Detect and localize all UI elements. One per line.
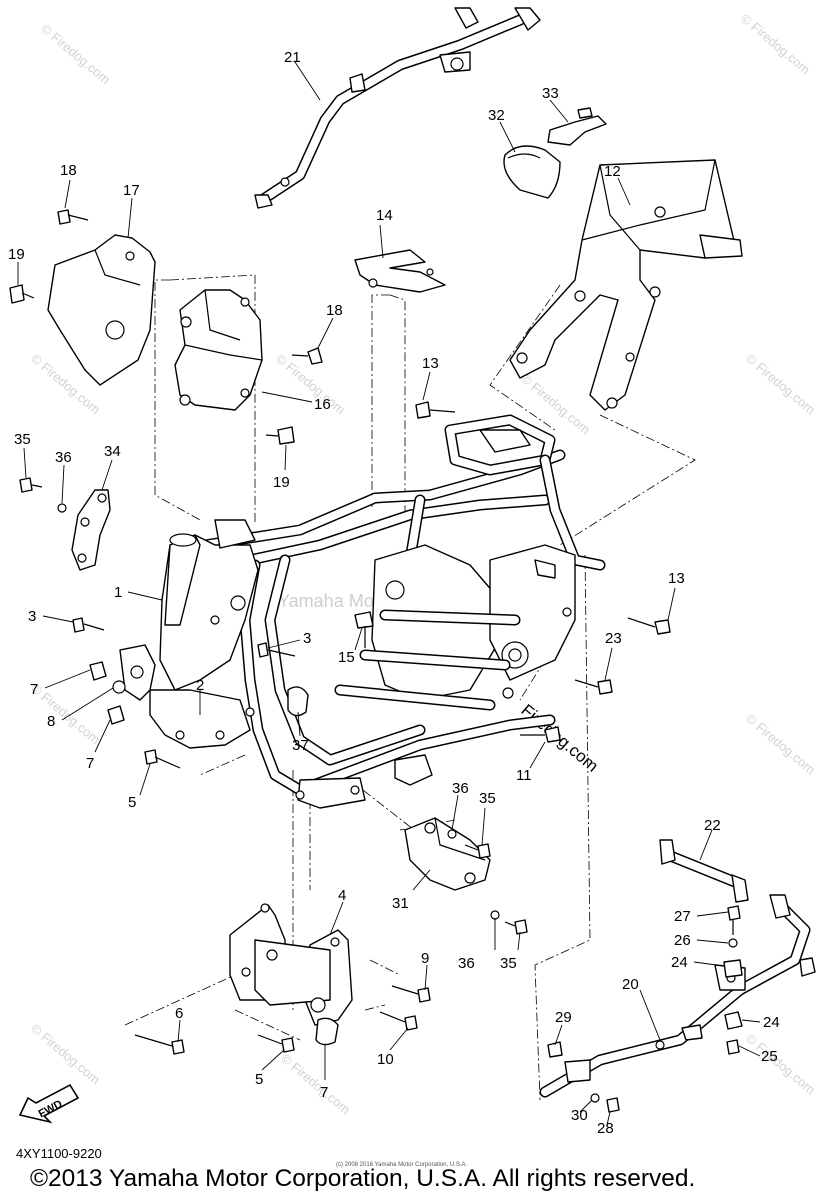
callout-29: 29 — [555, 1009, 572, 1026]
leader-lines — [17, 61, 761, 1126]
callout-24-upper: 24 — [671, 954, 688, 971]
watermark: © Firedog.com — [743, 711, 818, 777]
callout-16: 16 — [314, 396, 331, 413]
watermark: © Firedog.com — [743, 351, 818, 417]
callout-30: 30 — [571, 1107, 588, 1124]
fasteners — [9, 209, 743, 1113]
plate-part — [71, 489, 111, 571]
footrest-rod-part — [659, 839, 749, 903]
side-cover-part — [47, 234, 156, 386]
callout-2: 2 — [196, 677, 204, 694]
watermark: © Firedog.com — [278, 1051, 353, 1117]
diagram-code: 4XY1100-9220 — [16, 1146, 102, 1161]
watermark: © Firedog.com — [738, 11, 813, 77]
watermark: © Firedog.com — [28, 1021, 103, 1087]
callout-37: 37 — [292, 737, 309, 754]
callout-15: 15 — [338, 649, 355, 666]
callout-5-lower: 5 — [255, 1071, 263, 1088]
head-bracket-part — [174, 289, 263, 411]
callout-25: 25 — [761, 1048, 778, 1065]
callout-19-left: 19 — [8, 246, 25, 263]
callout-labels: 21 33 32 12 18 17 14 19 18 13 16 35 36 3… — [8, 49, 780, 1137]
lower-mount-part — [119, 644, 156, 701]
callout-6: 6 — [175, 1005, 183, 1022]
tiny-copyright: (c) 2008 2016 Yamaha Motor Corporation, … — [336, 1162, 468, 1168]
callout-24-lower: 24 — [763, 1014, 780, 1031]
rubber-part — [287, 686, 309, 717]
callout-28: 28 — [597, 1120, 614, 1137]
callout-34: 34 — [104, 443, 121, 460]
copyright-notice: ©2013 Yamaha Motor Corporation, U.S.A. A… — [30, 1165, 696, 1192]
callout-7-lower: 7 — [320, 1084, 328, 1101]
callout-33: 33 — [542, 85, 559, 102]
callout-5-upper: 5 — [128, 794, 136, 811]
cross-bracket-part — [404, 817, 491, 891]
callout-11: 11 — [516, 767, 532, 784]
callout-26: 26 — [674, 932, 691, 949]
engine-bracket-part — [229, 903, 353, 1046]
callout-31: 31 — [392, 895, 409, 912]
footrest-bar-part — [539, 894, 816, 1098]
callout-1: 1 — [114, 584, 122, 601]
forward-arrow-icon: FWD — [18, 1083, 80, 1124]
callout-3-mid: 3 — [303, 630, 311, 647]
upper-rail-part — [254, 7, 541, 209]
callout-9: 9 — [421, 950, 429, 967]
callout-7-top: 7 — [30, 681, 38, 698]
callout-14: 14 — [376, 207, 393, 224]
callout-3-left: 3 — [28, 608, 36, 625]
callout-20: 20 — [622, 976, 639, 993]
callout-27: 27 — [674, 908, 691, 925]
callout-18-mid: 18 — [326, 302, 343, 319]
callout-10: 10 — [377, 1051, 394, 1068]
callout-12: 12 — [604, 163, 621, 180]
callout-35-mid: 35 — [479, 790, 496, 807]
rear-stay-part — [509, 159, 743, 411]
callout-19-mid: 19 — [273, 474, 290, 491]
main-frame-part — [149, 414, 606, 809]
watermark: © Firedog.com — [28, 681, 103, 747]
watermark: © Firedog.com — [743, 1031, 818, 1097]
callout-8: 8 — [47, 713, 55, 730]
callout-36-left: 36 — [55, 449, 72, 466]
callout-21: 21 — [284, 49, 301, 66]
cover-part — [503, 145, 561, 199]
callout-17: 17 — [123, 182, 140, 199]
callout-36-lower: 36 — [458, 955, 475, 972]
callout-32: 32 — [488, 107, 505, 124]
callout-4: 4 — [338, 887, 346, 904]
clip-part — [547, 107, 607, 146]
callout-7-mid: 7 — [86, 755, 94, 772]
callout-18-top: 18 — [60, 162, 77, 179]
callout-22: 22 — [704, 817, 721, 834]
callout-35-lower: 35 — [500, 955, 517, 972]
callout-35-left: 35 — [14, 431, 31, 448]
callout-23: 23 — [605, 630, 622, 647]
bracket-part — [354, 249, 446, 293]
callout-36-mid: 36 — [452, 780, 469, 797]
callout-13-top: 13 — [422, 355, 439, 372]
watermark: © Firedog.com — [38, 21, 113, 87]
callout-13-right: 13 — [668, 570, 685, 587]
